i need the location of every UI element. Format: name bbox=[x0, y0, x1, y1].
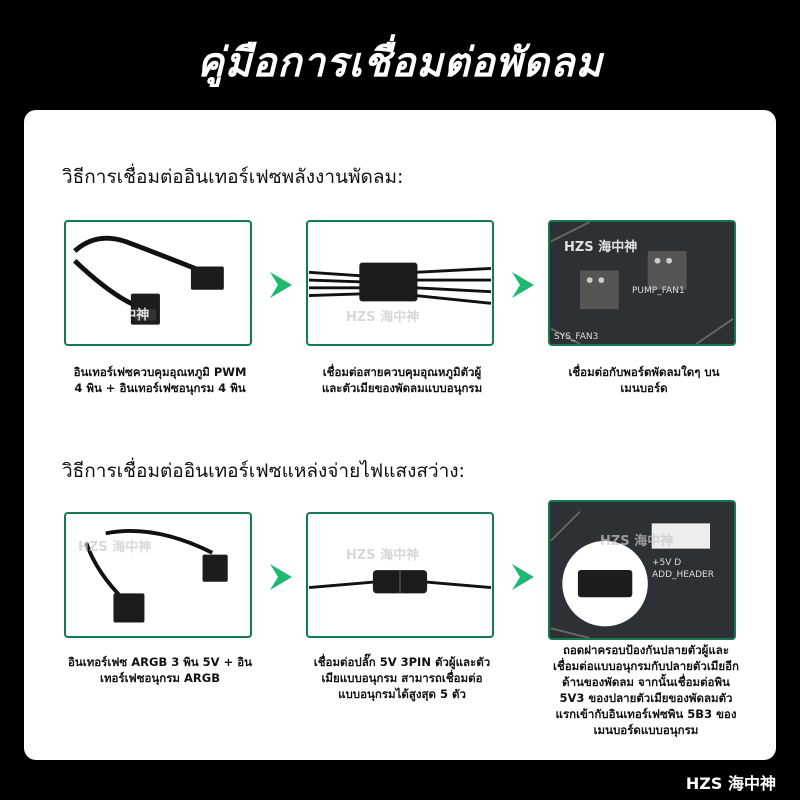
caption-pwm-interface: อินเทอร์เฟซควบคุมอุณหภูมิ PWM 4 พิน + อิ… bbox=[73, 365, 247, 395]
pwm-cable-image bbox=[64, 220, 252, 346]
arrow-right-icon bbox=[512, 272, 534, 298]
board-label-sys-fan: SYS_FAN3 bbox=[554, 332, 599, 342]
watermark-4: HZS 海中神 bbox=[78, 540, 152, 555]
watermark-3: HZS 海中神 bbox=[564, 240, 638, 255]
arrow-right-icon bbox=[270, 272, 292, 298]
watermark-6: HZS 海中神 bbox=[600, 534, 674, 549]
caption-argb-serial: เชื่อมต่อปลั๊ก 5V 3PIN ตัวผู้และตัว เมีย… bbox=[313, 655, 491, 701]
section-heading-lighting: วิธีการเชื่อมต่ออินเทอร์เฟซแหล่งจ่ายไฟแส… bbox=[62, 460, 465, 482]
caption-motherboard-port: เชื่อมต่อกับพอร์ตพัดลมใดๆ บน เมนบอร์ด bbox=[568, 365, 720, 395]
watermark-2: HZS 海中神 bbox=[346, 310, 420, 325]
caption-argb-interface: อินเทอร์เฟซ ARGB 3 พิน 5V + อิน เทอร์เฟซ… bbox=[68, 655, 252, 685]
watermark-1: HZS 海中神 bbox=[76, 308, 150, 323]
caption-serial-fan: เชื่อมต่อสายควบคุมอุณหภูมิตัวผู้ และตัวเ… bbox=[321, 365, 483, 395]
section-heading-power: วิธีการเชื่อมต่ออินเทอร์เฟซพลังงานพัดลม: bbox=[62, 166, 404, 188]
arrow-right-icon bbox=[270, 564, 292, 590]
watermark-5: HZS 海中神 bbox=[346, 548, 420, 563]
motherboard-fan-header-image bbox=[548, 220, 736, 346]
board-label-5v-d: +5V D bbox=[652, 558, 682, 568]
argb-cable-image bbox=[64, 512, 252, 638]
board-label-add-header: ADD_HEADER bbox=[652, 570, 714, 580]
arrow-right-icon bbox=[512, 564, 534, 590]
board-label-pump-fan: PUMP_FAN1 bbox=[632, 286, 685, 296]
brand-watermark: HZS 海中神 bbox=[685, 774, 776, 793]
guide-card: วิธีการเชื่อมต่ออินเทอร์เฟซพลังงานพัดลม:… bbox=[24, 110, 776, 760]
caption-argb-motherboard: ถอดฝาครอบป้องกันปลายตัวผู้และ เชื่อมต่อแ… bbox=[553, 643, 739, 737]
argb-plug-image bbox=[306, 512, 494, 638]
serial-cable-image bbox=[306, 220, 494, 346]
page-title: คู่มือการเชื่อมต่อพัดลม bbox=[197, 40, 603, 86]
motherboard-argb-header-image bbox=[548, 500, 736, 640]
